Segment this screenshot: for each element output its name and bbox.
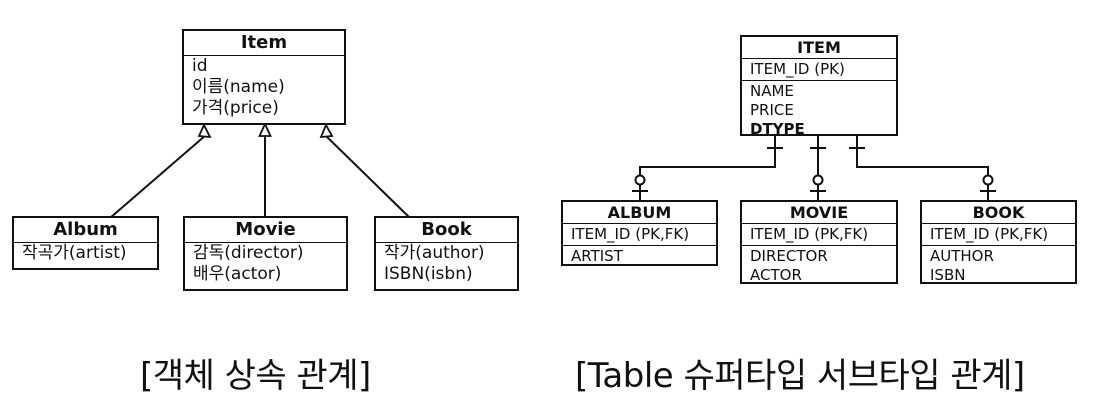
- attribute-director: 감독(director): [193, 243, 304, 263]
- album-table-box: ALBUM ITEM_ID (PK,FK) ARTIST: [561, 200, 718, 266]
- inheritance-arrowheads: [197, 121, 334, 139]
- album-table-columns: ARTIST: [563, 245, 716, 267]
- item-class-title: Item: [184, 31, 344, 56]
- album-inherits-item-line: [109, 134, 207, 219]
- book-table-title: BOOK: [922, 202, 1075, 224]
- movie-class-attributes: 감독(director) 배우(actor): [185, 243, 346, 287]
- item-class-attributes: id 이름(name) 가격(price): [184, 56, 344, 121]
- book-arrowhead-icon: [319, 122, 334, 139]
- name-column: NAME: [750, 82, 794, 100]
- book-table-box: BOOK ITEM_ID (PK,FK) AUTHOR ISBN: [920, 200, 1077, 284]
- item-album-relation-line: [639, 135, 776, 200]
- book-inherits-item-line: [324, 134, 411, 219]
- attribute-id: id: [192, 56, 208, 76]
- attribute-actor: 배우(actor): [193, 264, 282, 284]
- movie-arrowhead-icon: [258, 121, 272, 137]
- album-table-title: ALBUM: [563, 202, 716, 224]
- album-class-attributes: 작곡가(artist): [14, 243, 157, 266]
- album-table-key: ITEM_ID (PK,FK): [563, 224, 716, 245]
- artist-column: ARTIST: [571, 247, 623, 265]
- table-model-caption: [Table 슈퍼타입 서브타입 관계]: [575, 356, 1025, 396]
- item-table-title: ITEM: [742, 37, 896, 59]
- book-table-key: ITEM_ID (PK,FK): [922, 224, 1075, 245]
- object-model-caption: [객체 상속 관계]: [140, 356, 371, 396]
- album-class-title: Album: [14, 218, 157, 243]
- attribute-isbn: ISBN(isbn): [384, 264, 473, 284]
- book-class-attributes: 작가(author) ISBN(isbn): [376, 243, 517, 287]
- attribute-artist: 작곡가(artist): [22, 243, 127, 263]
- director-column: DIRECTOR: [750, 247, 828, 265]
- item-book-relation-line: [856, 135, 989, 200]
- movie-table-key: ITEM_ID (PK,FK): [742, 224, 896, 245]
- album-class-box: Album 작곡가(artist): [12, 216, 159, 270]
- item-table-box: ITEM ITEM_ID (PK) NAME PRICE DTYPE: [740, 35, 898, 138]
- table-relations: [632, 135, 996, 200]
- actor-column: ACTOR: [750, 266, 802, 284]
- item-id-pk-column: ITEM_ID (PK): [750, 60, 845, 78]
- movie-optional-circle-icon: [812, 174, 824, 186]
- album-arrowhead-icon: [197, 122, 212, 139]
- book-class-title: Book: [376, 218, 517, 243]
- item-table-key: ITEM_ID (PK): [742, 59, 896, 80]
- attribute-price: 가격(price): [192, 98, 279, 118]
- dtype-column: DTYPE: [750, 120, 805, 138]
- inheritance-links: [109, 134, 411, 219]
- book-item-id-column: ITEM_ID (PK,FK): [930, 225, 1049, 243]
- book-optional-circle-icon: [982, 174, 994, 186]
- attribute-name: 이름(name): [192, 77, 285, 97]
- book-class-box: Book 작가(author) ISBN(isbn): [374, 216, 519, 291]
- attribute-author: 작가(author): [384, 243, 485, 263]
- book-table-columns: AUTHOR ISBN: [922, 245, 1075, 286]
- item-class-box: Item id 이름(name) 가격(price): [182, 29, 346, 125]
- movie-class-box: Movie 감독(director) 배우(actor): [183, 216, 348, 291]
- movie-item-id-column: ITEM_ID (PK,FK): [750, 225, 869, 243]
- movie-class-title: Movie: [185, 218, 346, 243]
- isbn-column: ISBN: [930, 266, 966, 284]
- movie-table-title: MOVIE: [742, 202, 896, 224]
- author-column: AUTHOR: [930, 247, 994, 265]
- item-table-columns: NAME PRICE DTYPE: [742, 80, 896, 140]
- movie-table-box: MOVIE ITEM_ID (PK,FK) DIRECTOR ACTOR: [740, 200, 898, 284]
- price-column: PRICE: [750, 101, 794, 119]
- album-optional-circle-icon: [634, 174, 646, 186]
- album-item-id-column: ITEM_ID (PK,FK): [571, 225, 690, 243]
- movie-table-columns: DIRECTOR ACTOR: [742, 245, 896, 286]
